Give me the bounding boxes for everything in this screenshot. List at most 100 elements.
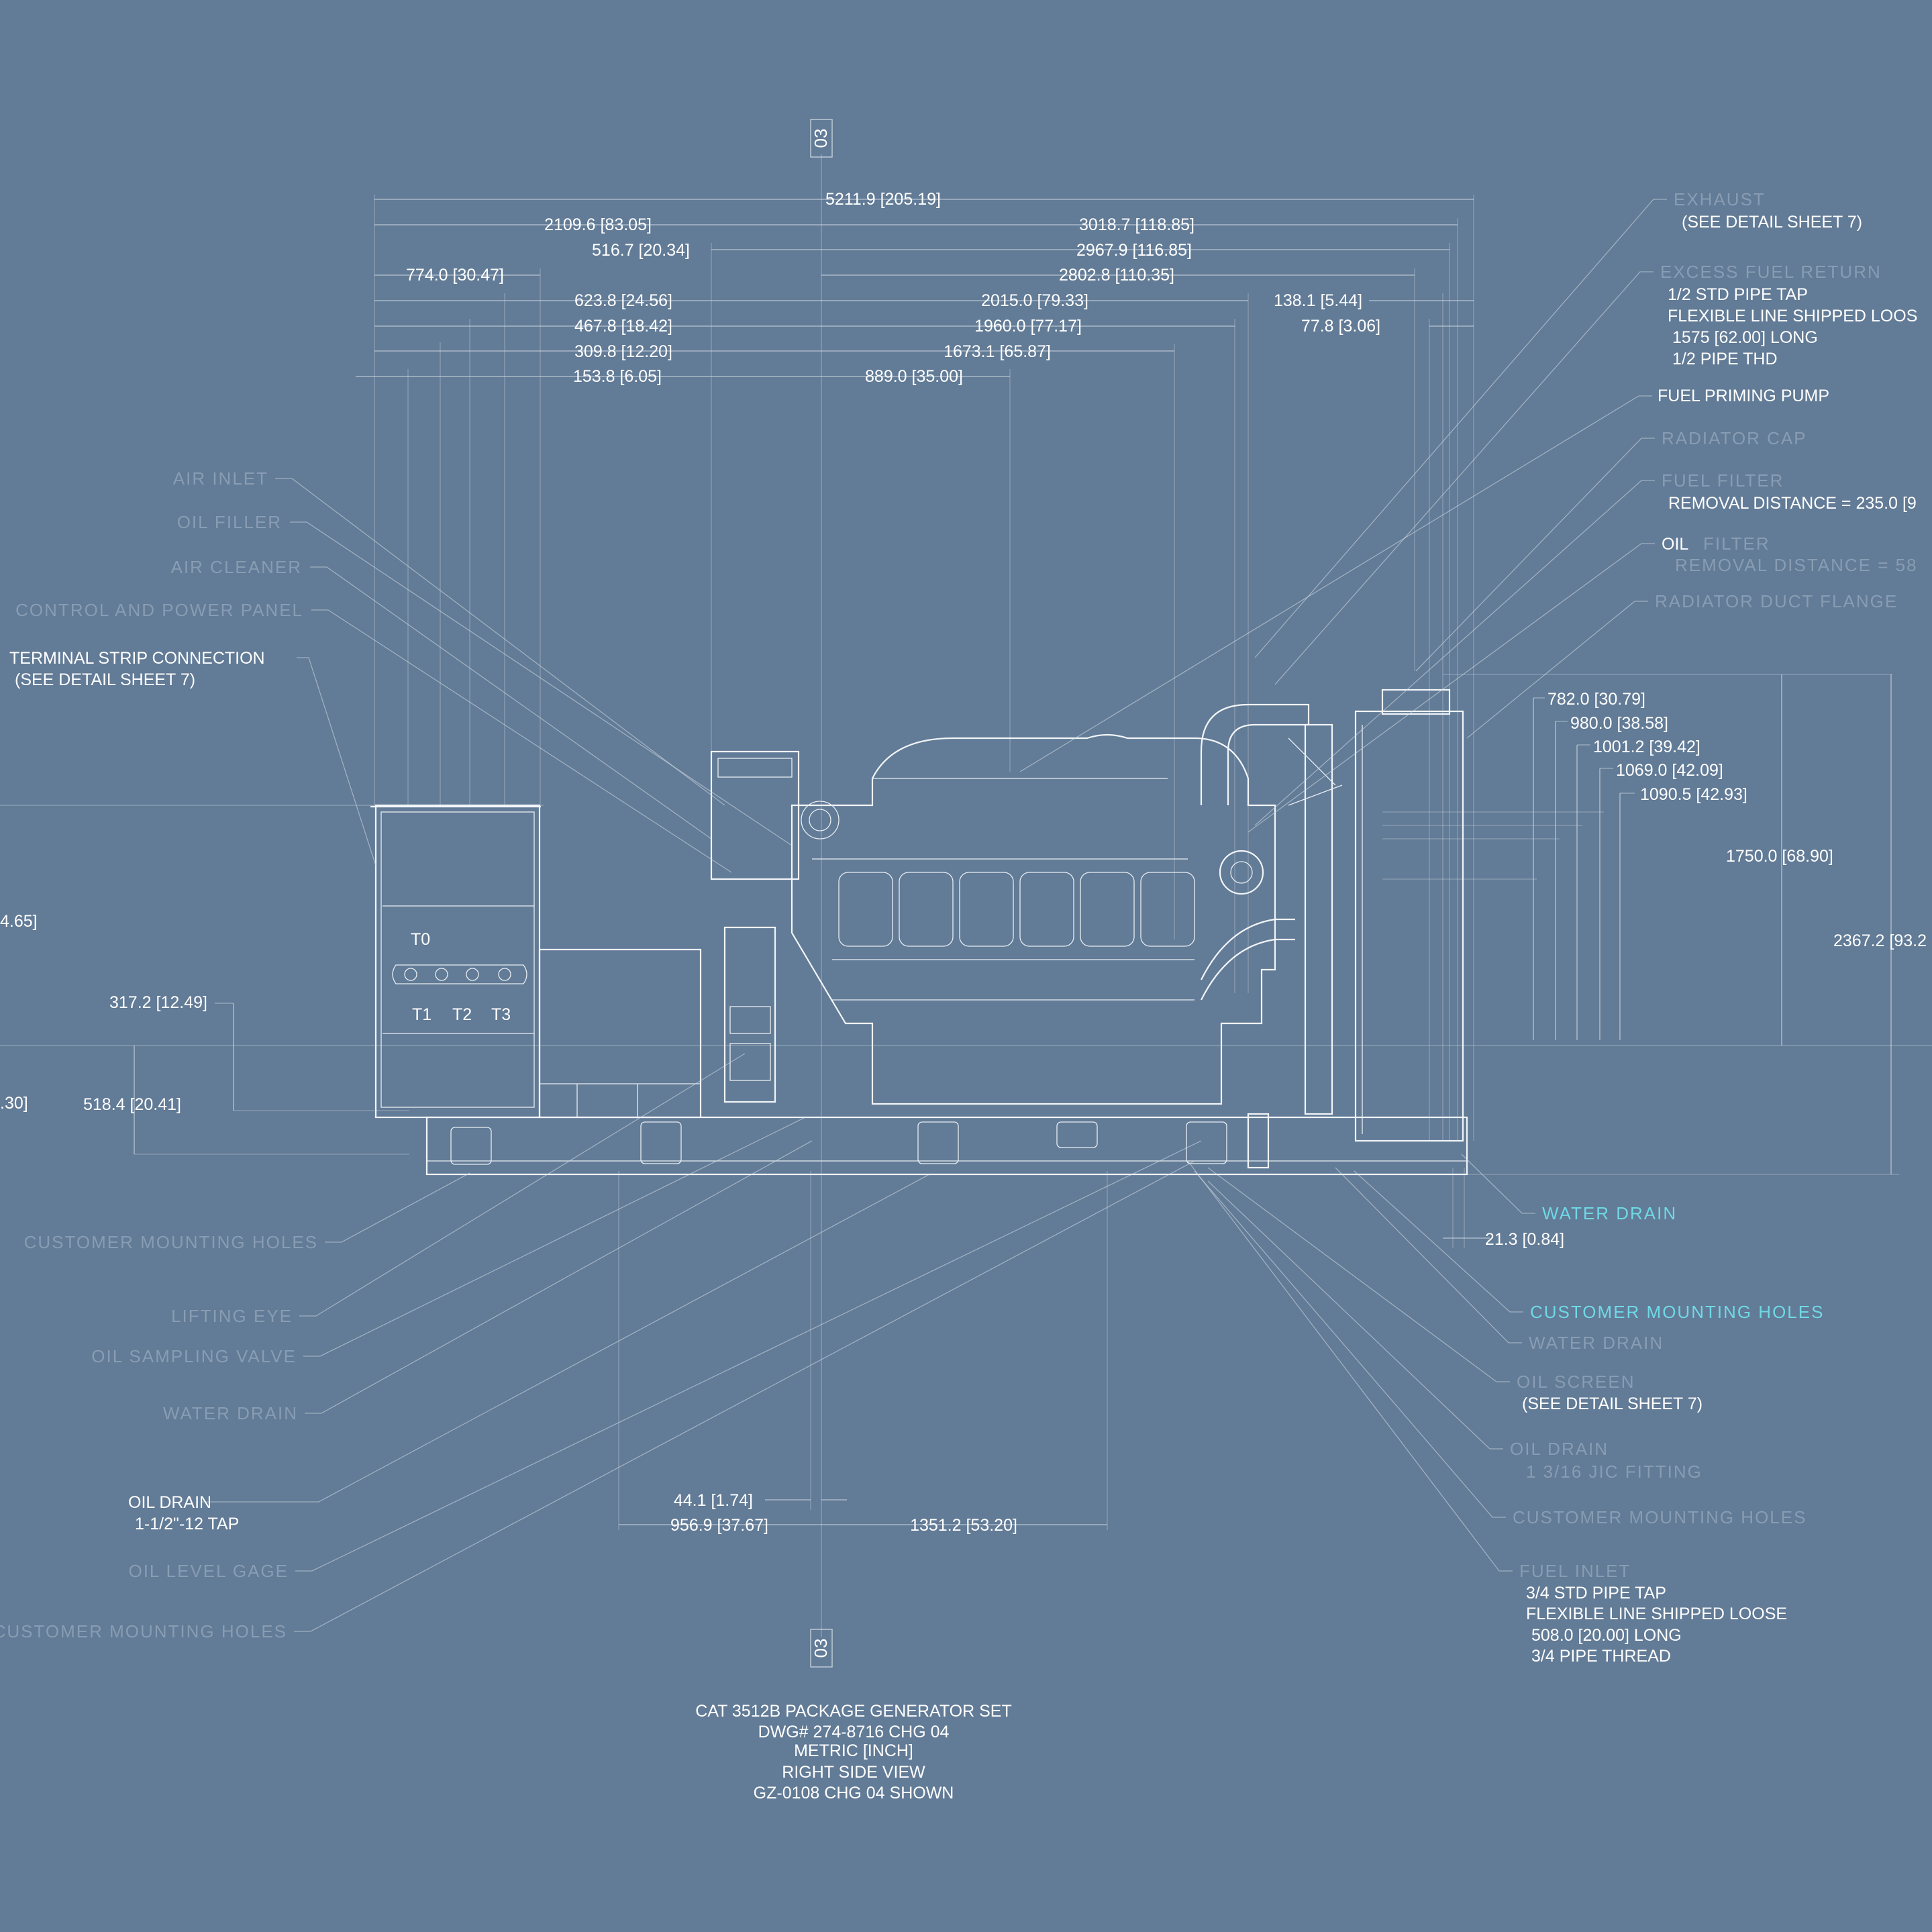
right-dimension-labels: 782.0 [30.79] 980.0 [38.58] 1001.2 [39.4… xyxy=(1547,690,1927,950)
dim-782: 782.0 [30.79] xyxy=(1547,690,1645,709)
exhaust-pipe xyxy=(1200,703,1310,805)
dim-left-cut-2: .30] xyxy=(0,1094,28,1113)
dim-467: 467.8 [18.42] xyxy=(574,317,672,336)
callout-lifting-eye[interactable]: LIFTING EYE xyxy=(171,1306,293,1326)
dim-774: 774.0 [30.47] xyxy=(406,266,504,285)
dim-309: 309.8 [12.20] xyxy=(574,342,672,361)
callout-flex-line-bottom: FLEXIBLE LINE SHIPPED LOOSE xyxy=(1526,1605,1787,1623)
left-dimension-lines xyxy=(134,1003,409,1155)
callout-air-inlet[interactable]: AIR INLET xyxy=(173,468,268,489)
callout-water-drain-left[interactable]: WATER DRAIN xyxy=(163,1403,298,1423)
bottom-dimension-labels: 21.3 [0.84] 44.1 [1.74] 956.9 [37.67] 13… xyxy=(670,1230,1564,1535)
dim-3018: 3018.7 [118.85] xyxy=(1079,215,1194,234)
callout-radiator-cap[interactable]: RADIATOR CAP xyxy=(1662,428,1807,448)
terminal-box xyxy=(374,804,541,1119)
title-line-4: RIGHT SIDE VIEW xyxy=(782,1763,925,1782)
dim-2802: 2802.8 [110.35] xyxy=(1059,266,1174,285)
dim-2967: 2967.9 [116.85] xyxy=(1076,241,1192,260)
base-frame xyxy=(425,1116,1468,1176)
bottom-dimension-lines xyxy=(618,1168,1490,1530)
callout-oil-filter-filter[interactable]: FILTER xyxy=(1703,533,1770,554)
callout-customer-mounting-holes-right[interactable]: CUSTOMER MOUNTING HOLES xyxy=(1530,1302,1824,1322)
callout-oil-level-gage[interactable]: OIL LEVEL GAGE xyxy=(128,1561,289,1581)
air-cleaner xyxy=(710,750,800,880)
callout-jic-fitting: 1 3/16 JIC FITTING xyxy=(1526,1462,1702,1482)
dim-889: 889.0 [35.00] xyxy=(865,367,963,386)
terminal-t1: T1 xyxy=(412,1005,431,1024)
radiator-tank xyxy=(1381,689,1451,715)
callout-oil-filler[interactable]: OIL FILLER xyxy=(177,512,282,532)
callout-water-drain-right-2[interactable]: WATER DRAIN xyxy=(1529,1333,1664,1353)
dim-1673: 1673.1 [65.87] xyxy=(944,342,1051,361)
dim-2109: 2109.6 [83.05] xyxy=(544,215,652,234)
callout-fuel-priming-pump[interactable]: FUEL PRIMING PUMP xyxy=(1658,387,1829,405)
callout-oil-filter-oil[interactable]: OIL xyxy=(1662,535,1688,554)
callout-oil-screen[interactable]: OIL SCREEN xyxy=(1517,1372,1635,1392)
dim-516: 516.7 [20.34] xyxy=(592,241,690,260)
callout-excess-fuel-return[interactable]: EXCESS FUEL RETURN xyxy=(1660,262,1882,282)
dim-overall-length: 5211.9 [205.19] xyxy=(825,190,941,209)
dim-623: 623.8 [24.56] xyxy=(574,291,672,310)
callout-long-508: 508.0 [20.00] LONG xyxy=(1531,1626,1682,1645)
dim-1090: 1090.5 [42.93] xyxy=(1640,785,1747,804)
terminal-t0: T0 xyxy=(411,930,430,949)
dim-left-cut-1: 4.65] xyxy=(0,912,38,931)
callout-air-cleaner[interactable]: AIR CLEANER xyxy=(171,557,302,577)
dim-2015: 2015.0 [79.33] xyxy=(981,291,1088,310)
section-mark-top[interactable]: 03 xyxy=(810,119,833,158)
callout-oil-drain-right[interactable]: OIL DRAIN xyxy=(1510,1439,1609,1459)
charge-air-pipe xyxy=(1201,918,1295,980)
dim-980: 980.0 [38.58] xyxy=(1570,714,1668,733)
title-line-5: GZ-0108 CHG 04 SHOWN xyxy=(754,1784,954,1802)
callout-exhaust[interactable]: EXHAUST xyxy=(1674,189,1766,209)
section-mark-top-label: 03 xyxy=(811,129,831,148)
title-line-2: DWG# 274-8716 CHG 04 xyxy=(758,1723,950,1741)
generator-body xyxy=(538,948,702,1119)
radiator-core xyxy=(1304,723,1333,1115)
dim-518: 518.4 [20.41] xyxy=(83,1095,181,1114)
dim-21: 21.3 [0.84] xyxy=(1485,1230,1564,1249)
left-dimension-labels: 4.65] 317.2 [12.49] .30] 518.4 [20.41] xyxy=(0,912,207,1114)
dim-1750: 1750.0 [68.90] xyxy=(1726,847,1833,866)
title-line-3: METRIC [INCH] xyxy=(794,1741,913,1760)
terminal-t3: T3 xyxy=(491,1005,511,1024)
dim-138: 138.1 [5.44] xyxy=(1274,291,1362,310)
callout-long-1575: 1575 [62.00] LONG xyxy=(1672,328,1818,347)
title-line-1: CAT 3512B PACKAGE GENERATOR SET xyxy=(695,1702,1011,1721)
callout-customer-mounting-holes-right-2[interactable]: CUSTOMER MOUNTING HOLES xyxy=(1513,1507,1807,1527)
right-leader-lines xyxy=(1019,199,1667,1572)
dim-956: 956.9 [37.67] xyxy=(670,1516,768,1535)
callout-oil-sampling-valve[interactable]: OIL SAMPLING VALVE xyxy=(91,1346,297,1366)
dim-317: 317.2 [12.49] xyxy=(109,993,207,1012)
callout-fuel-inlet[interactable]: FUEL INLET xyxy=(1519,1561,1631,1581)
callout-customer-mounting-holes-left[interactable]: CUSTOMER MOUNTING HOLES xyxy=(24,1232,318,1252)
dim-44: 44.1 [1.74] xyxy=(674,1491,753,1510)
dim-1351: 1351.2 [53.20] xyxy=(910,1516,1017,1535)
callout-terminal-strip[interactable]: TERMINAL STRIP CONNECTION xyxy=(9,649,265,668)
section-mark-bottom[interactable]: 03 xyxy=(810,1629,833,1668)
dim-2367: 2367.2 [93.2 xyxy=(1833,931,1927,950)
dim-153: 153.8 [6.05] xyxy=(573,367,662,386)
callout-pipe-tap-three-quarter: 3/4 STD PIPE TAP xyxy=(1526,1584,1666,1603)
callout-oil-drain-left[interactable]: OIL DRAIN xyxy=(128,1493,211,1512)
right-callouts: EXHAUST (SEE DETAIL SHEET 7) EXCESS FUEL… xyxy=(1510,189,1917,1666)
callout-customer-mounting-holes-left-2[interactable]: CUSTOMER MOUNTING HOLES xyxy=(0,1621,287,1641)
right-dimension-lines xyxy=(1141,674,1899,1175)
callout-flex-line-top: FLEXIBLE LINE SHIPPED LOOS xyxy=(1668,307,1917,325)
left-leader-lines xyxy=(201,478,1202,1632)
callout-exhaust-note: (SEE DETAIL SHEET 7) xyxy=(1682,213,1862,232)
callout-fuel-filter[interactable]: FUEL FILTER xyxy=(1662,470,1784,491)
callout-oil-screen-note: (SEE DETAIL SHEET 7) xyxy=(1522,1394,1702,1413)
top-dimension-labels: 5211.9 [205.19] 2109.6 [83.05] 3018.7 [1… xyxy=(406,190,1380,386)
callout-terminal-strip-note: (SEE DETAIL SHEET 7) xyxy=(15,670,195,689)
generator-set-outline: T0 T1 T2 T3 xyxy=(370,689,1468,1176)
left-callouts: AIR INLET OIL FILLER AIR CLEANER CONTROL… xyxy=(0,468,318,1641)
callout-radiator-duct-flange[interactable]: RADIATOR DUCT FLANGE xyxy=(1655,591,1898,611)
callout-control-panel[interactable]: CONTROL AND POWER PANEL xyxy=(15,600,303,620)
turbocharger xyxy=(1219,850,1264,895)
callout-pipe-thd-half: 1/2 PIPE THD xyxy=(1672,350,1778,368)
callout-water-drain-right[interactable]: WATER DRAIN xyxy=(1542,1203,1677,1223)
callout-oil-drain-tap: 1-1/2"-12 TAP xyxy=(135,1515,239,1533)
